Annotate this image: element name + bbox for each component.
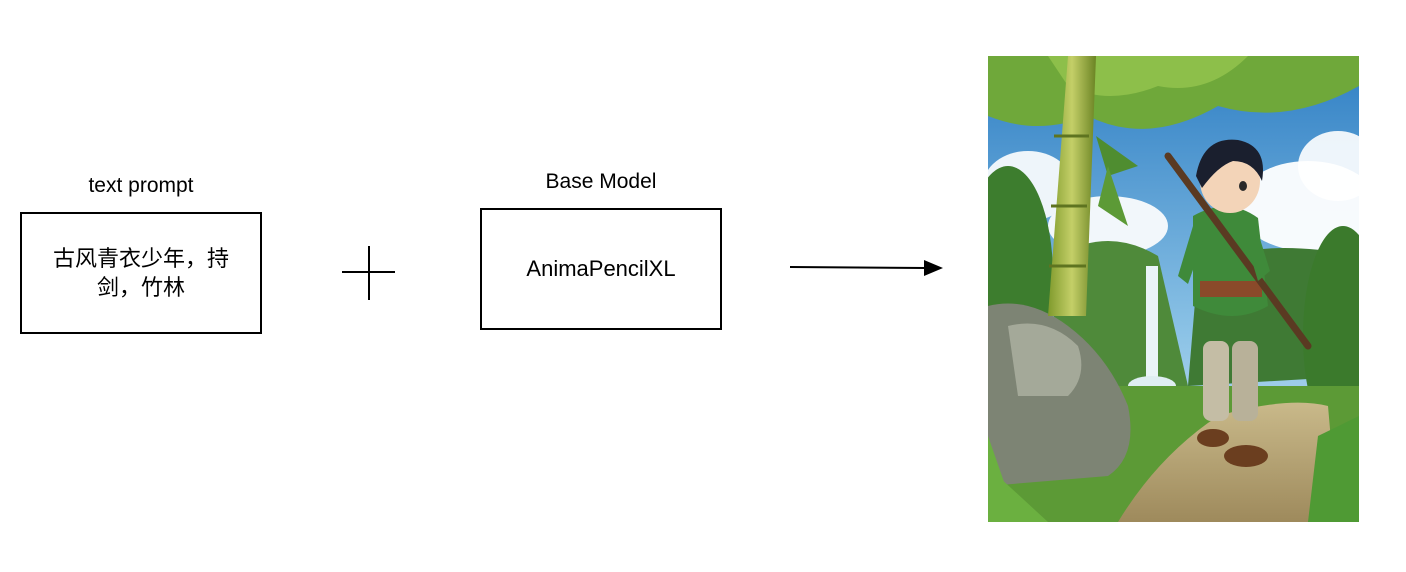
text-prompt-content: 古风青衣少年，持剑，竹林 (52, 246, 229, 300)
arrow-right-icon (789, 260, 943, 276)
text-prompt-label: text prompt (88, 174, 194, 197)
plus-vertical-bar (368, 246, 370, 300)
base-model-label: Base Model (545, 170, 657, 193)
text-prompt-box: 古风青衣少年，持剑，竹林 (20, 212, 262, 334)
anime-boy-bamboo-forest-illustration (988, 56, 1359, 522)
generated-output-image (988, 56, 1359, 522)
base-model-name: AnimaPencilXL (526, 256, 676, 281)
base-model-box: AnimaPencilXL (480, 208, 722, 330)
